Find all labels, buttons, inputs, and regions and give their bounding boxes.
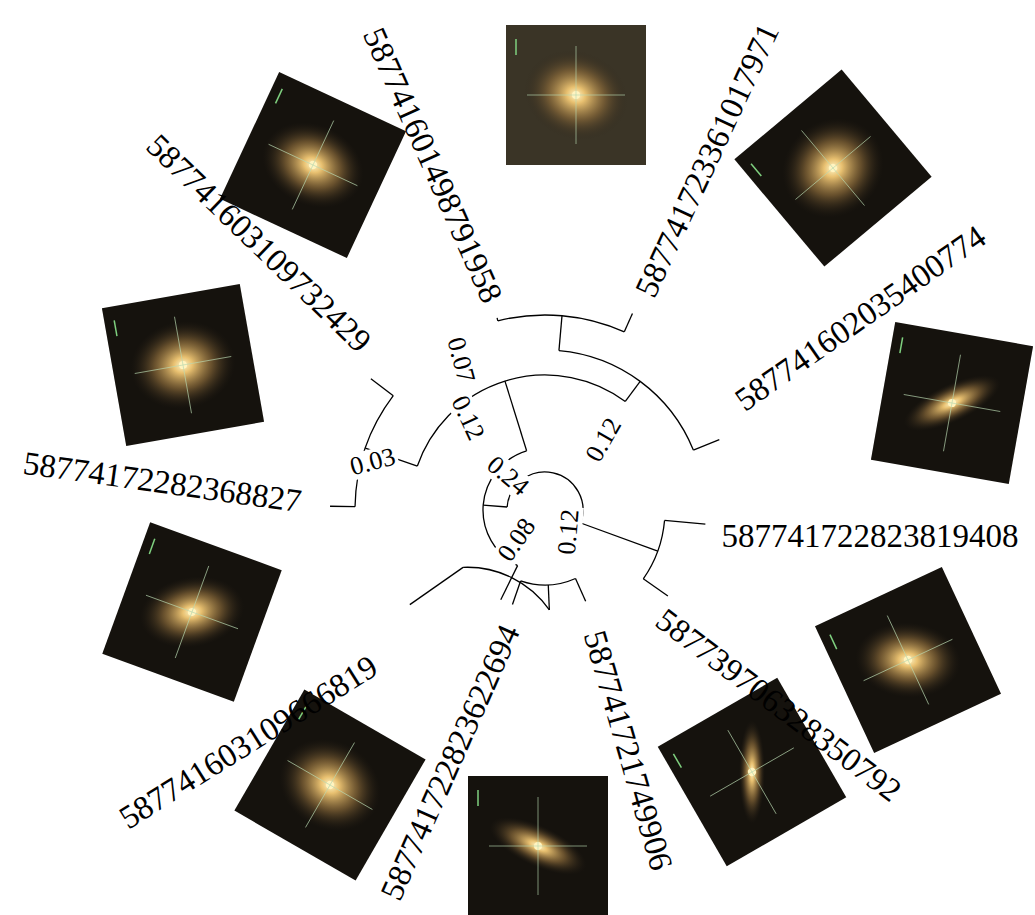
galaxy-image (815, 567, 1001, 753)
galaxy-image (102, 522, 281, 701)
dendrogram-branch (559, 316, 562, 351)
dendrogram-branch (410, 567, 463, 604)
dendrogram-branch (505, 381, 527, 451)
dendrogram-branch (693, 440, 719, 450)
galaxy-image (734, 69, 931, 266)
dendrogram-branch (483, 505, 507, 507)
dendrogram-branch (496, 318, 498, 321)
dendrogram-branch (576, 579, 586, 602)
dendrogram-branch (512, 581, 520, 605)
dendrogram-branch (624, 314, 632, 332)
galaxy-image (506, 25, 646, 165)
galaxy-image (468, 776, 608, 915)
galaxy-image (871, 322, 1033, 484)
distance-value: 0.08 (492, 512, 542, 567)
dendrogram-arc (521, 579, 576, 585)
distance-value: 0.12 (554, 506, 584, 558)
galaxy-image (102, 284, 264, 446)
dendrogram-branch (665, 520, 706, 524)
dendrogram-arc (463, 567, 549, 610)
dendrogram-branch (625, 381, 640, 401)
dendrogram-branch (501, 566, 518, 600)
dendrogram-arc (643, 520, 664, 578)
dendrogram-branch (371, 379, 393, 396)
dendrogram-branch (548, 585, 549, 610)
distance-value: 0.03 (346, 443, 401, 481)
distance-value: 0.24 (481, 450, 536, 502)
distance-value: 0.12 (446, 390, 490, 446)
dendrogram-arc (498, 315, 624, 332)
galaxy-id: 58774172282368827 (21, 446, 303, 518)
dendrogram-arc (559, 351, 693, 450)
dendrogram-branch (643, 579, 668, 596)
dendrogram-branch (330, 506, 355, 508)
dendrogram-branch (581, 523, 658, 551)
distance-value: 0.07 (442, 333, 480, 388)
distance-value: 0.12 (580, 412, 627, 468)
galaxy-id: 587741722823819408 (722, 520, 1019, 553)
